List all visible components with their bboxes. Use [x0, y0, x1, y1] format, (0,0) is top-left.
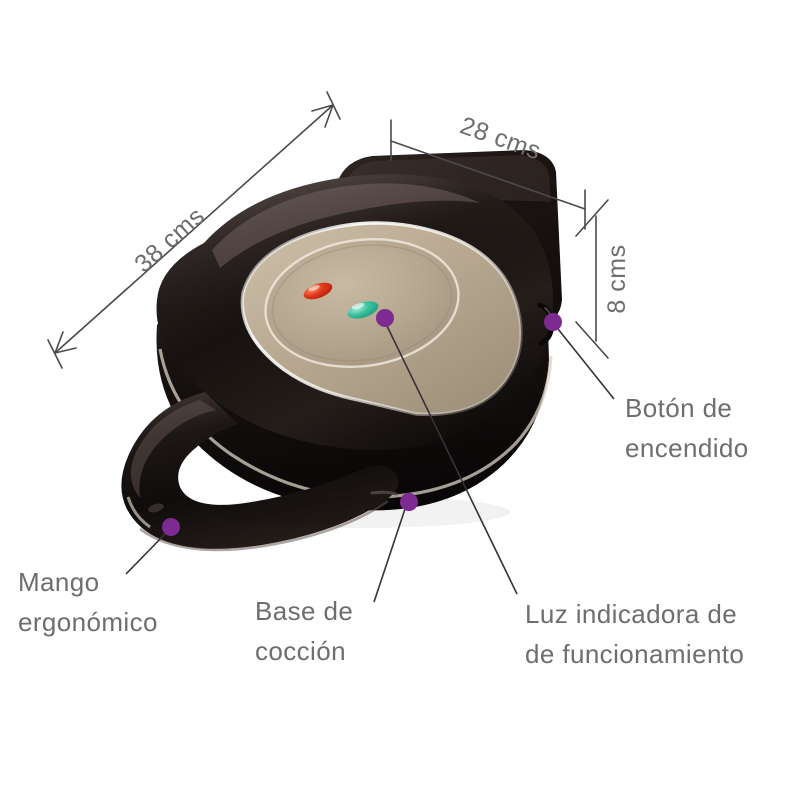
callout-leader-mango — [125, 532, 167, 575]
dimension-width-line — [390, 140, 586, 210]
dimension-height — [575, 199, 609, 359]
callout-boton-line2: encendido — [625, 433, 749, 463]
product-base-front-detail — [370, 490, 398, 496]
product-plate-inner-circle-rim — [264, 237, 460, 369]
green-indicator-light-glint — [351, 302, 365, 310]
dimension-depth-tick-end — [326, 91, 341, 120]
product-handle — [121, 392, 399, 549]
callout-base-de-coccion: Base de cocción — [255, 596, 353, 666]
dimension-depth-arrow-start — [54, 331, 77, 354]
dimension-height-tick-start — [575, 199, 609, 237]
dimension-depth — [47, 91, 341, 369]
product-shadow — [210, 496, 510, 528]
product-illustration — [121, 150, 562, 552]
callout-dots — [162, 309, 562, 536]
callout-leader-base — [373, 508, 406, 603]
callout-base-line1: Base de — [255, 596, 353, 626]
callout-base-line2: cocción — [255, 636, 346, 666]
dimension-depth-line — [54, 104, 334, 354]
callout-luz-indicadora: Luz indicadora de de funcionamiento — [525, 599, 744, 669]
callout-boton-line1: Botón de — [625, 393, 732, 423]
red-indicator-light — [303, 282, 333, 300]
dimension-depth-arrow-end — [311, 104, 334, 128]
callout-dot-luz[interactable] — [376, 309, 394, 327]
callout-leader-luz — [386, 325, 518, 595]
callout-dot-base[interactable] — [400, 493, 418, 511]
dimension-height-label: 8 cms — [603, 244, 631, 313]
dimension-height-tick-end — [575, 321, 609, 359]
dimension-width — [390, 119, 586, 230]
callout-dot-boton[interactable] — [544, 313, 562, 331]
callout-leaders — [125, 325, 615, 603]
red-indicator-light-glint — [308, 285, 320, 291]
product-plate-inner-circle-rim2 — [271, 244, 453, 362]
dimension-depth-tick-start — [47, 339, 63, 369]
callout-mango-ergonomico: Mango ergonómico — [18, 567, 158, 637]
product-plate-rim — [240, 221, 523, 417]
callout-labels: Mango ergonómico Base de cocción Botón d… — [18, 393, 749, 669]
dimension-lines — [47, 91, 609, 369]
callout-dot-mango[interactable] — [162, 518, 180, 536]
callout-luz-line1: Luz indicadora de — [525, 599, 737, 629]
product-handle-gloss — [130, 400, 216, 498]
indicator-lights — [303, 282, 379, 319]
product-handle-chrome-tip — [126, 496, 151, 529]
callout-boton-de-encendido: Botón de encendido — [625, 393, 749, 463]
callout-leader-boton — [557, 328, 615, 400]
product-handle-lower-edge — [139, 499, 389, 552]
callout-mango-line1: Mango — [18, 567, 100, 597]
callout-mango-line2: ergonómico — [18, 607, 158, 637]
callout-luz-line2: de funcionamiento — [525, 639, 744, 669]
product-handle-latch — [148, 503, 164, 513]
